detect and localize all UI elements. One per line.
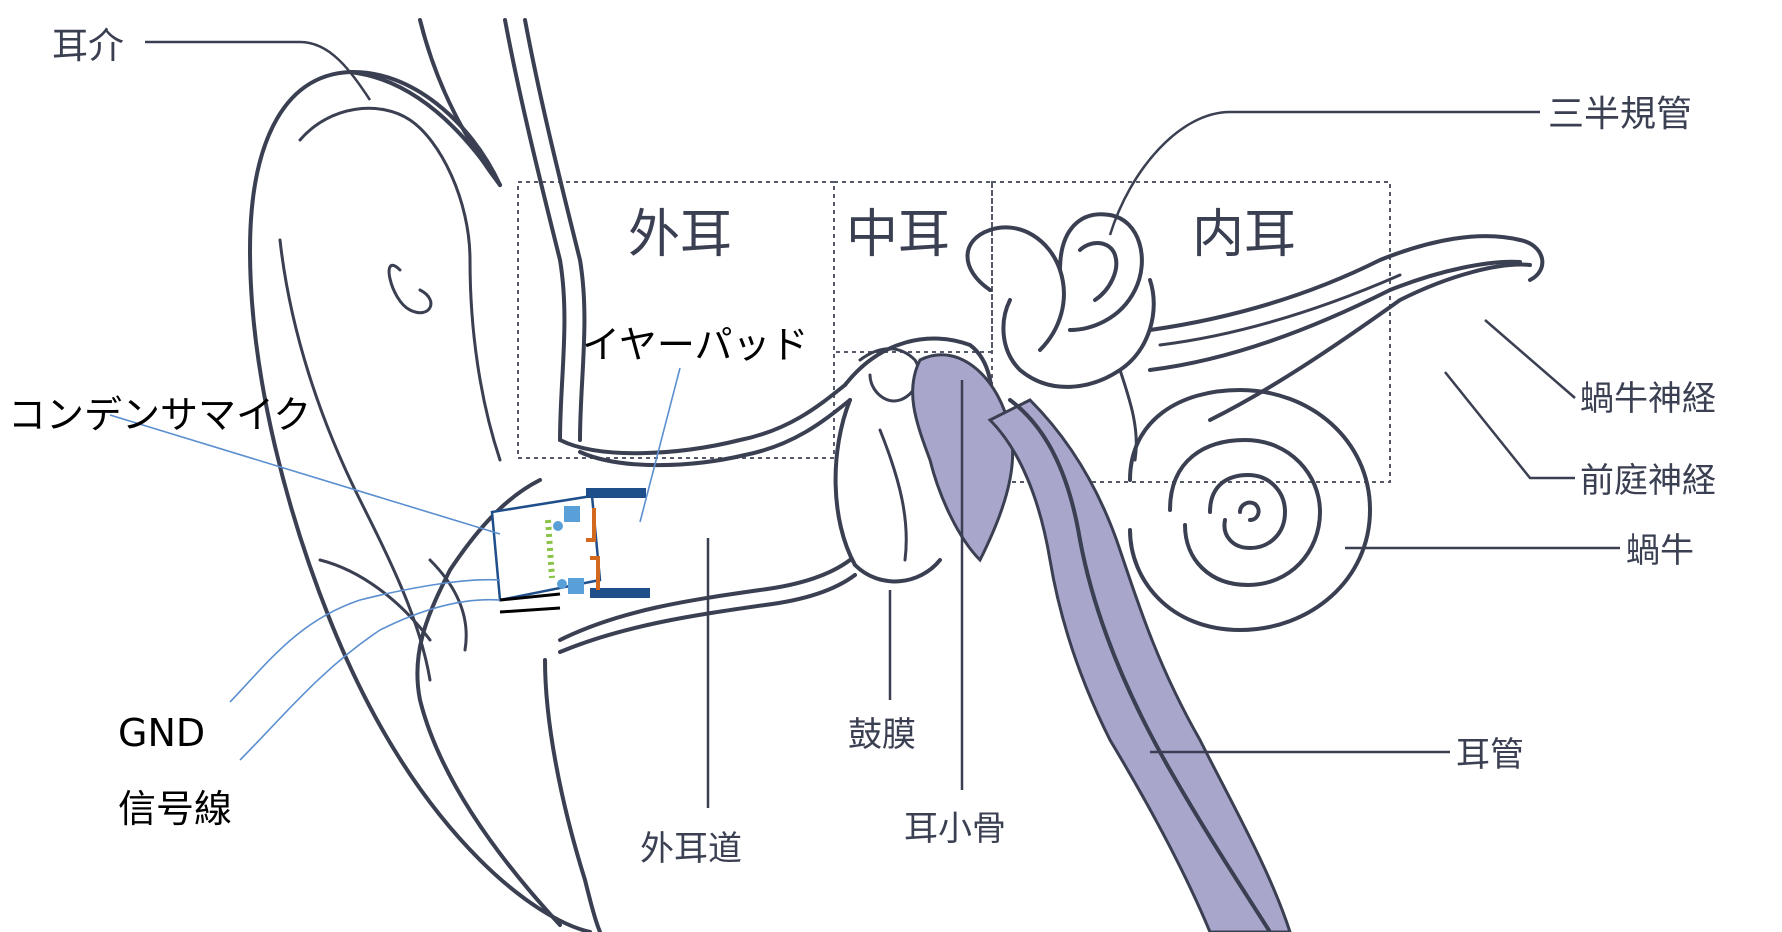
driver-lower [568,578,584,594]
ear-canal-label: 外耳道 [640,829,742,869]
mic-node-lower [557,579,567,589]
auricle-leader [145,42,370,100]
gnd-annotation: GND [118,711,205,755]
vestibular-nerve-label: 前庭神経 [1580,461,1716,501]
eustachian-tube-shape [990,400,1290,932]
membrane [548,520,552,578]
ear-pad-leader [640,368,680,522]
semicircular-canals-label: 三半規管 [1548,94,1692,135]
anatomy-labels: 耳介 三半規管 蝸牛神経 前庭神経 蝸牛 耳管 鼓膜 耳小骨 外耳道 [52,26,1716,869]
vestibular-nerve-leader [1445,372,1575,478]
cochlear-nerve-leader [1485,320,1575,398]
middle-ear-label: 中耳 [846,205,950,265]
leader-lines [145,42,1620,808]
driver-upper [564,506,580,522]
inner-ear-label: 内耳 [1192,205,1296,265]
signal-line-annotation: 信号線 [118,787,232,831]
ear-pad-top [586,488,646,498]
outer-ear-label: 外耳 [628,205,732,265]
auricle-shape [250,20,590,932]
region-labels: 外耳 中耳 内耳 [628,205,1296,265]
earphone-device [492,488,650,612]
semicircular-canals-leader [1110,112,1540,235]
device-annotations: イヤーパッド コンデンサマイク GND 信号線 [8,323,808,831]
condenser-mic-annotation: コンデンサマイク [8,393,311,437]
gnd-lead [500,608,560,612]
cochlea-label: 蝸牛 [1626,531,1694,571]
ear-pad-annotation: イヤーパッド [582,323,808,367]
cochlear-nerve-label: 蝸牛神経 [1580,379,1716,419]
eustachian-tube-label: 耳管 [1456,735,1524,775]
eardrum-label: 鼓膜 [848,715,916,755]
mic-node-upper [553,521,563,531]
middle-ear-shape [836,338,1013,581]
auricle-label: 耳介 [52,26,124,67]
signal-line-leader [240,600,500,760]
ossicles-label: 耳小骨 [904,809,1006,849]
